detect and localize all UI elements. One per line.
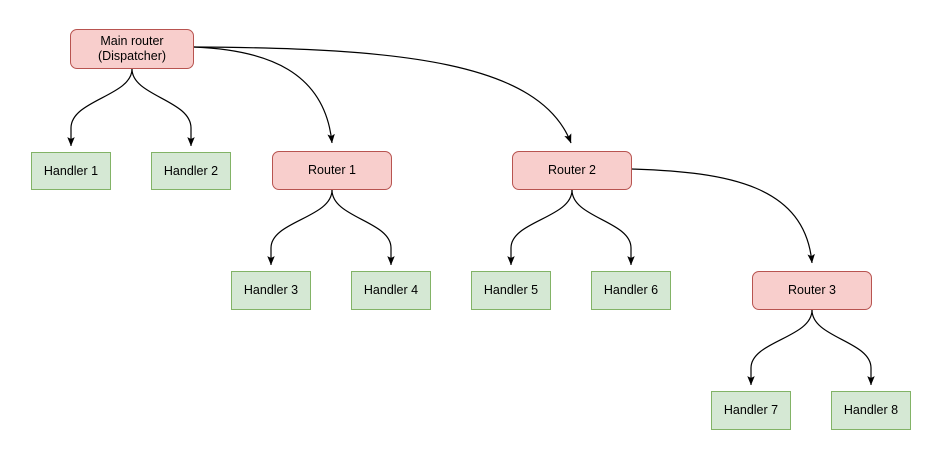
edge-main-to-router-2 [193,46,572,144]
node-router-1[interactable]: Router 1 [272,151,392,190]
node-handler-2-label: Handler 2 [163,163,219,178]
node-router-2-label: Router 2 [548,163,596,177]
node-handler-7[interactable]: Handler 7 [711,391,791,430]
edge-main-to-router-1 [193,46,335,144]
edge-main-to-handler-1 [67,68,133,147]
node-handler-5[interactable]: Handler 5 [471,271,551,310]
node-handler-3[interactable]: Handler 3 [231,271,311,310]
node-handler-4[interactable]: Handler 4 [351,271,431,310]
edge-router-1-to-handler-3 [267,189,333,266]
node-handler-4-label: Handler 4 [363,283,419,297]
node-handler-2[interactable]: Handler 2 [151,152,231,190]
edge-main-to-handler-2 [131,68,195,147]
node-handler-7-label: Handler 7 [723,403,779,417]
node-handler-6-label: Handler 6 [603,283,659,297]
edge-router-2-to-router-3 [631,168,815,264]
node-router-2[interactable]: Router 2 [512,151,632,190]
node-router-3-label: Router 3 [788,283,836,297]
node-handler-5-label: Handler 5 [483,283,539,297]
node-handler-6[interactable]: Handler 6 [591,271,671,310]
edge-router-3-to-handler-7 [747,309,813,386]
node-handler-3-label: Handler 3 [243,283,299,297]
node-handler-1-label: Handler 1 [43,163,99,178]
node-main-router-label: Main router (Dispatcher) [97,34,167,63]
node-handler-1[interactable]: Handler 1 [31,152,111,190]
node-main-router[interactable]: Main router (Dispatcher) [70,29,194,69]
node-router-3[interactable]: Router 3 [752,271,872,310]
edge-router-1-to-handler-4 [331,189,395,266]
node-router-1-label: Router 1 [308,163,356,177]
node-handler-8[interactable]: Handler 8 [831,391,911,430]
edge-router-2-to-handler-5 [507,189,573,266]
edge-router-3-to-handler-8 [811,309,875,386]
node-handler-8-label: Handler 8 [843,403,899,417]
edge-router-2-to-handler-6 [571,189,635,266]
